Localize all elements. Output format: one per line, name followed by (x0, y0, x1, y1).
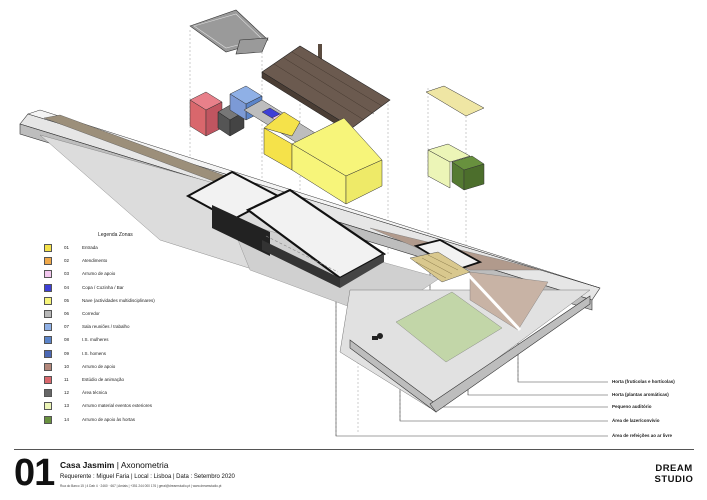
callout-horta-fruticolas: Horta (frutícolas e hortícolas) (612, 379, 675, 384)
legend-label: Atendimento (82, 258, 108, 264)
legend-label: Área técnica (82, 390, 108, 396)
legend-item: 01 Entrada (40, 244, 210, 253)
exploded-volumes (189, 85, 383, 205)
legend-number: 06 (64, 311, 70, 316)
address-line: Rua do Barco 15 | 4 Dab 4 · 2460 · 667 |… (60, 484, 222, 488)
axonometric-drawing (19, 9, 608, 438)
legend-number: 03 (64, 271, 70, 277)
callout-area-lazer: Área de lazer/convívio (612, 418, 660, 423)
exploded-slab (189, 9, 269, 55)
callout-pequeno-auditorio: Pequeno auditório (612, 404, 652, 409)
legend-title: Legenda Zonas (98, 232, 133, 238)
legend-label: Arrumo de apoio às hortas (82, 416, 136, 422)
legend-item: 02 Atendimento (40, 257, 210, 266)
legend-item: 13 Arrumo material eventos exteriores (40, 402, 210, 411)
legend-label: Entrada (82, 245, 98, 250)
legend-swatch (44, 376, 52, 384)
legend-swatch (44, 389, 52, 398)
legend-swatch (44, 244, 52, 252)
legend-label: Sala reuniões / trabalho (82, 324, 130, 330)
legend-item: 03 Arrumo de apoio (40, 270, 210, 279)
legend-item: 07 Sala reuniões / trabalho (40, 323, 210, 332)
auditorium-steps (409, 251, 471, 283)
dream-studio-logo: DREAM STUDIO (652, 462, 696, 488)
legend-number: 05 (64, 297, 70, 303)
legend-number: 14 (64, 416, 70, 422)
requerente-line: Requerente : Miguel Faria | Local : Lisb… (60, 474, 235, 480)
legend-label: Arrumo de apoio (82, 271, 116, 277)
callout-area-refeicoes: Área de refeições ao ar livre (612, 433, 673, 438)
legend-item: 05 Nave (actividades multidisciplinares) (40, 296, 210, 306)
legend-number: 04 (64, 284, 70, 290)
legend-label: Estúdio de animação (82, 377, 125, 382)
legend-item: 11 Estúdio de animação (40, 376, 210, 385)
exploded-annex (425, 85, 485, 191)
logo-line-1: DREAM (655, 463, 693, 474)
legend-label: I.S. homens (82, 350, 107, 356)
legend-label: Arrumo de apoio (82, 363, 116, 369)
footer-divider (14, 449, 694, 450)
legend-swatch (44, 270, 52, 279)
legend-item: 09 I.S. homens (40, 349, 210, 359)
legend-number: 01 (64, 245, 70, 250)
project-title: Casa Jasmim | Axonometria (60, 460, 169, 470)
project-name: Casa Jasmim (60, 460, 115, 470)
legend-label: Copa / Cozinha / Bar (82, 284, 124, 290)
legend-item: 04 Copa / Cozinha / Bar (40, 283, 210, 293)
legend-label: Nave (actividades multidisciplinares) (82, 297, 155, 303)
legend-swatch (44, 283, 52, 292)
legend-number: 13 (64, 403, 70, 409)
legend-label: I.S. mulheres (82, 337, 109, 343)
legend-item: 08 I.S. mulheres (40, 336, 210, 345)
legend-swatch (44, 257, 52, 266)
legend-number: 08 (64, 337, 70, 343)
legend-swatch (44, 402, 52, 411)
legend-number: 07 (64, 324, 70, 330)
legend-item: 14 Arrumo de apoio às hortas (40, 415, 210, 425)
legend-number: 02 (64, 258, 70, 264)
legend-number: 11 (64, 377, 69, 382)
callout-horta-aromaticas: Horta (plantas aromáticas) (612, 392, 669, 397)
legend-label: Corredor (82, 311, 100, 316)
legend-swatch (44, 336, 52, 345)
legend-swatch (44, 415, 52, 424)
legend-label: Arrumo material eventos exteriores (82, 403, 153, 409)
legend-number: 10 (64, 363, 70, 369)
legend-swatch (44, 362, 52, 371)
sheet-title: Axonometria (120, 460, 169, 470)
legend-swatch (44, 310, 52, 318)
exploded-roof (261, 44, 391, 135)
legend-number: 09 (64, 350, 70, 356)
legend-item: 10 Arrumo de apoio (40, 362, 210, 372)
legend-swatch (44, 323, 52, 332)
legend-item: 12 Área técnica (40, 389, 210, 398)
scale-figure (372, 333, 383, 340)
legend-swatch (44, 296, 52, 305)
sheet-number: 01 (14, 452, 55, 494)
legend-number: 12 (64, 390, 70, 396)
legend-swatch (44, 349, 52, 358)
ground-floor-plan (185, 170, 483, 288)
logo-line-2: STUDIO (654, 474, 694, 485)
legend-item: 06 Corredor (40, 310, 210, 319)
